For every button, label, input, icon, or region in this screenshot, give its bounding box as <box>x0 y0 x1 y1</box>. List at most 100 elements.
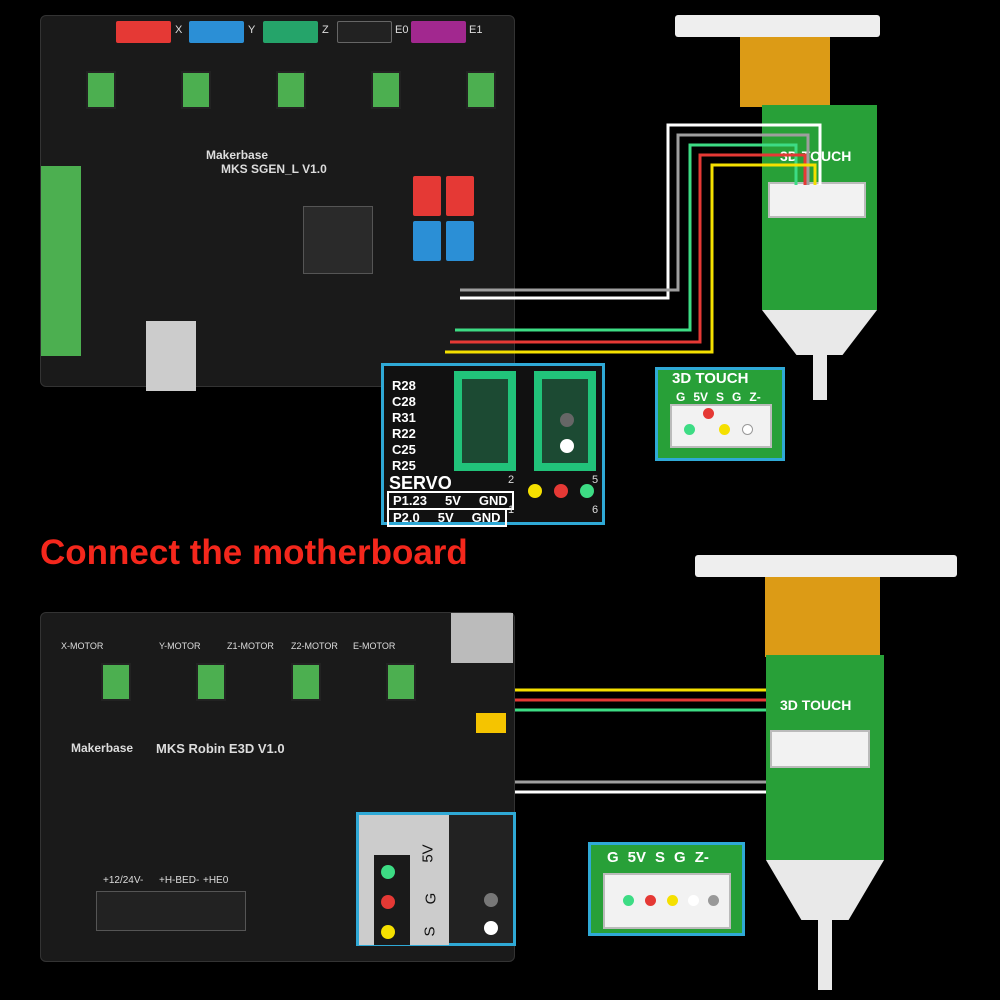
probe-pin <box>818 920 832 990</box>
power-label: +H-BED- <box>159 875 200 886</box>
stepper-driver <box>386 663 416 701</box>
servo-inset-2: 5V G S <box>356 812 516 946</box>
e1-connector <box>411 21 466 43</box>
motor-label: Y-MOTOR <box>159 641 201 651</box>
pin-number: 6 <box>592 504 599 516</box>
wire-white <box>460 123 822 300</box>
pin-name: S <box>421 926 439 937</box>
pin-number: 2 <box>508 474 515 486</box>
pin-number: 1 <box>508 504 515 516</box>
usb-port <box>146 321 196 391</box>
wire-gray <box>460 133 810 292</box>
e0-connector <box>337 21 392 43</box>
probe-connector <box>770 730 870 768</box>
power-terminals <box>41 166 81 356</box>
gray-dot <box>708 895 719 906</box>
servo-inset: R28 C28 R31 R22 C25 R25 SERVO P1.23 5V G… <box>381 363 605 527</box>
stepper-driver <box>371 71 401 109</box>
power-terminals <box>96 891 246 931</box>
wire-green <box>455 143 798 332</box>
yellow-pin-dot <box>381 925 395 939</box>
power-label: +HE0 <box>203 875 229 886</box>
stepper-driver <box>86 71 116 109</box>
pin-number: 5 <box>592 474 599 486</box>
yellow-dot <box>719 424 730 435</box>
component-label: C25 <box>392 442 416 457</box>
red-pin-dot <box>381 895 395 909</box>
probe-label: 3D TOUCH <box>780 148 852 164</box>
stepper-driver <box>466 71 496 109</box>
pin-labels: G 5V S G Z- <box>676 390 761 404</box>
green-pin-dot <box>580 484 594 498</box>
x-label: X <box>175 24 183 36</box>
probe-mount-plate <box>695 555 957 577</box>
motor-label: Z2-MOTOR <box>291 641 338 651</box>
stepper-driver <box>196 663 226 701</box>
gray-pin-dot <box>484 893 498 907</box>
kapton-tape <box>765 577 880 657</box>
pin-name: P2.0 <box>393 510 420 525</box>
pin-5v: 5V <box>627 849 647 866</box>
white-pin-dot <box>560 439 574 453</box>
probe-label: 3D TOUCH <box>780 697 852 713</box>
pin-name: GND <box>471 510 501 525</box>
blue-endstop <box>446 221 474 261</box>
pin-name: 5V <box>419 844 437 863</box>
component-label: R28 <box>392 378 416 393</box>
pin-name: G <box>422 892 440 905</box>
pin-g: G <box>732 390 742 404</box>
y-connector <box>189 21 244 43</box>
white-dot <box>688 895 699 906</box>
x-connector <box>116 21 171 43</box>
stepper-driver <box>291 663 321 701</box>
stepper-driver <box>101 663 131 701</box>
z-connector <box>263 21 318 43</box>
pin-name: 5V <box>437 510 454 525</box>
pin-g: G <box>674 849 686 866</box>
pin-s: S <box>655 849 666 866</box>
component-label: C28 <box>392 394 416 409</box>
pin-g: G <box>676 390 686 404</box>
blue-endstop <box>413 221 441 261</box>
red-dot <box>703 408 714 419</box>
green-pin-dot <box>381 865 395 879</box>
probe-pin <box>813 355 827 400</box>
z-label: Z <box>322 24 329 36</box>
e1-label: E1 <box>469 24 483 36</box>
pin-name: 5V <box>444 493 461 508</box>
model-label: MKS SGEN_L V1.0 <box>221 162 327 176</box>
pin-s: S <box>716 390 725 404</box>
pin-5v: 5V <box>693 390 709 404</box>
stepper-driver <box>276 71 306 109</box>
pin-name: P1.23 <box>393 493 427 508</box>
motor-label: E-MOTOR <box>353 641 396 651</box>
component-label: R31 <box>392 410 416 425</box>
pin-g: G <box>607 849 619 866</box>
probe-pinout-inset-2: G 5V S G Z- <box>588 842 745 936</box>
brand-label: Makerbase <box>206 148 269 162</box>
green-connector <box>454 371 516 471</box>
wire-red <box>450 153 807 344</box>
motor-label: Z1-MOTOR <box>227 641 274 651</box>
green-dot <box>684 424 695 435</box>
red-endstop <box>413 176 441 216</box>
servo-row-2: P2.0 5V GND <box>387 508 507 527</box>
brand-label: Makerbase <box>71 741 134 755</box>
mini-usb-port <box>476 713 506 733</box>
yellow-pin-dot <box>528 484 542 498</box>
component-label: R25 <box>392 458 416 473</box>
model-label: MKS Robin E3D V1.0 <box>156 741 285 756</box>
wire-yellow <box>445 163 817 354</box>
probe-pinout-inset-1: 3D TOUCH G 5V S G Z- <box>655 367 785 461</box>
probe-label: 3D TOUCH <box>672 370 749 387</box>
component-list: R28 C28 R31 R22 C25 R25 <box>392 378 416 474</box>
pin-z: Z- <box>694 849 709 866</box>
e0-label: E0 <box>395 24 409 36</box>
pin-z: Z- <box>749 390 761 404</box>
probe-mount-plate <box>675 15 880 37</box>
instruction-title: Connect the motherboard <box>40 533 468 572</box>
pin-labels: G 5V S G Z- <box>607 849 709 866</box>
pin-name: GND <box>478 493 508 508</box>
white-pin-dot <box>484 921 498 935</box>
mks-sgen-l-board: X Y Z E0 E1 Makerbase MKS SGEN_L V1.0 <box>40 15 515 391</box>
